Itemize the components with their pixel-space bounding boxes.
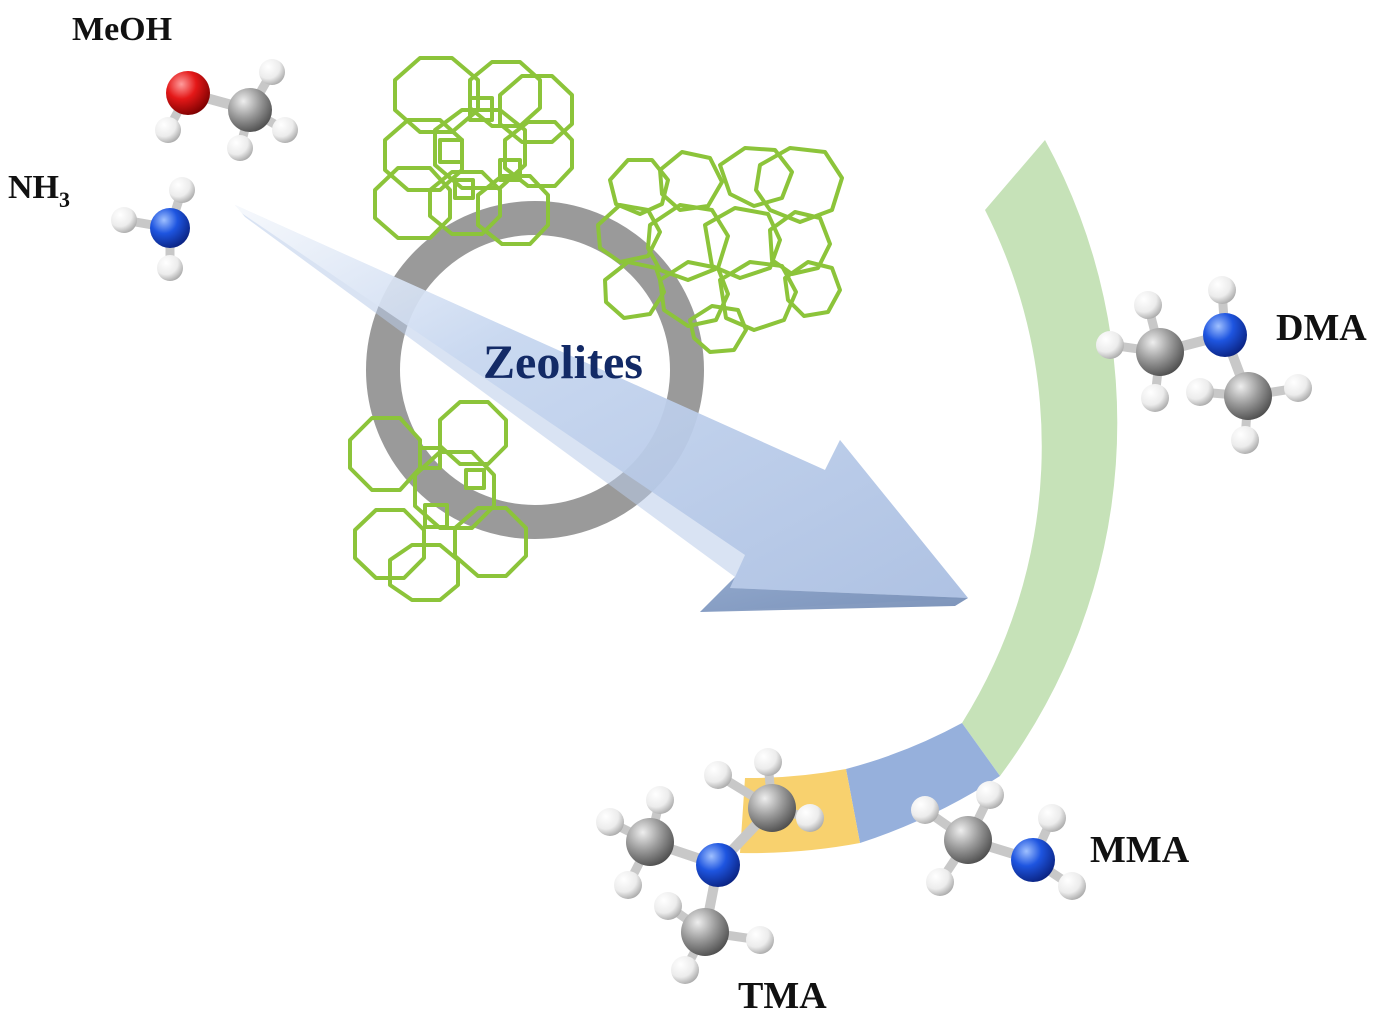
dma-label: DMA <box>1276 307 1367 349</box>
hydrogen-atom <box>754 748 782 776</box>
mma-label: MMA <box>1090 829 1190 871</box>
nh3-label-subscript: 3 <box>59 187 70 212</box>
nh3-label-main: NH <box>8 169 59 206</box>
hydrogen-atom <box>111 207 137 233</box>
hydrogen-atom <box>796 804 824 832</box>
zeolite-framework-top <box>373 56 574 246</box>
hydrogen-atom <box>614 871 642 899</box>
carbon-atom <box>681 908 729 956</box>
trimethylamine-molecule <box>596 748 824 984</box>
hydrogen-atom <box>671 956 699 984</box>
hydrogen-atom <box>1038 804 1066 832</box>
nitrogen-atom <box>696 843 740 887</box>
hydrogen-atom <box>1141 384 1169 412</box>
hydrogen-atom <box>654 892 682 920</box>
zeolites-label: Zeolites <box>483 336 643 389</box>
carbon-atom <box>228 88 272 132</box>
carbon-atom <box>748 784 796 832</box>
zeolite-framework-bottom <box>348 400 528 602</box>
reactor-ring <box>366 201 704 539</box>
hydrogen-atom <box>1096 331 1124 359</box>
hydrogen-atom <box>1284 374 1312 402</box>
hydrogen-atom <box>169 177 195 203</box>
arc-segment-mma <box>846 723 1000 843</box>
meoh-label: MeOH <box>72 11 172 48</box>
carbon-atom <box>1136 328 1184 376</box>
nitrogen-atom <box>1203 313 1247 357</box>
hydrogen-atom <box>272 117 298 143</box>
oxygen-atom <box>166 71 210 115</box>
hydrogen-atom <box>259 59 285 85</box>
nh3-label: NH3 <box>8 169 70 212</box>
hydrogen-atom <box>911 796 939 824</box>
hydrogen-atom <box>227 135 253 161</box>
hydrogen-atom <box>157 255 183 281</box>
hydrogen-atom <box>1231 426 1259 454</box>
carbon-atom <box>626 818 674 866</box>
tma-label: TMA <box>738 975 827 1017</box>
hydrogen-atom <box>1058 872 1086 900</box>
nitrogen-atom <box>1011 838 1055 882</box>
hydrogen-atom <box>646 786 674 814</box>
methanol-molecule <box>155 59 298 161</box>
hydrogen-atom <box>976 781 1004 809</box>
hydrogen-atom <box>746 926 774 954</box>
dimethylamine-molecule <box>1096 276 1312 454</box>
zeolite-framework-right <box>596 146 844 354</box>
arc-segment-dma <box>962 140 1118 776</box>
reaction-arrow: Zeolites <box>235 205 968 612</box>
hydrogen-atom <box>1186 378 1214 406</box>
hydrogen-atom <box>704 761 732 789</box>
hydrogen-atom <box>1134 291 1162 319</box>
hydrogen-atom <box>1208 276 1236 304</box>
carbon-atom <box>944 816 992 864</box>
hydrogen-atom <box>596 808 624 836</box>
nitrogen-atom <box>150 208 190 248</box>
hydrogen-atom <box>155 117 181 143</box>
methylamine-molecule <box>911 781 1086 900</box>
carbon-atom <box>1224 372 1272 420</box>
hydrogen-atom <box>926 868 954 896</box>
ammonia-molecule <box>111 177 195 281</box>
